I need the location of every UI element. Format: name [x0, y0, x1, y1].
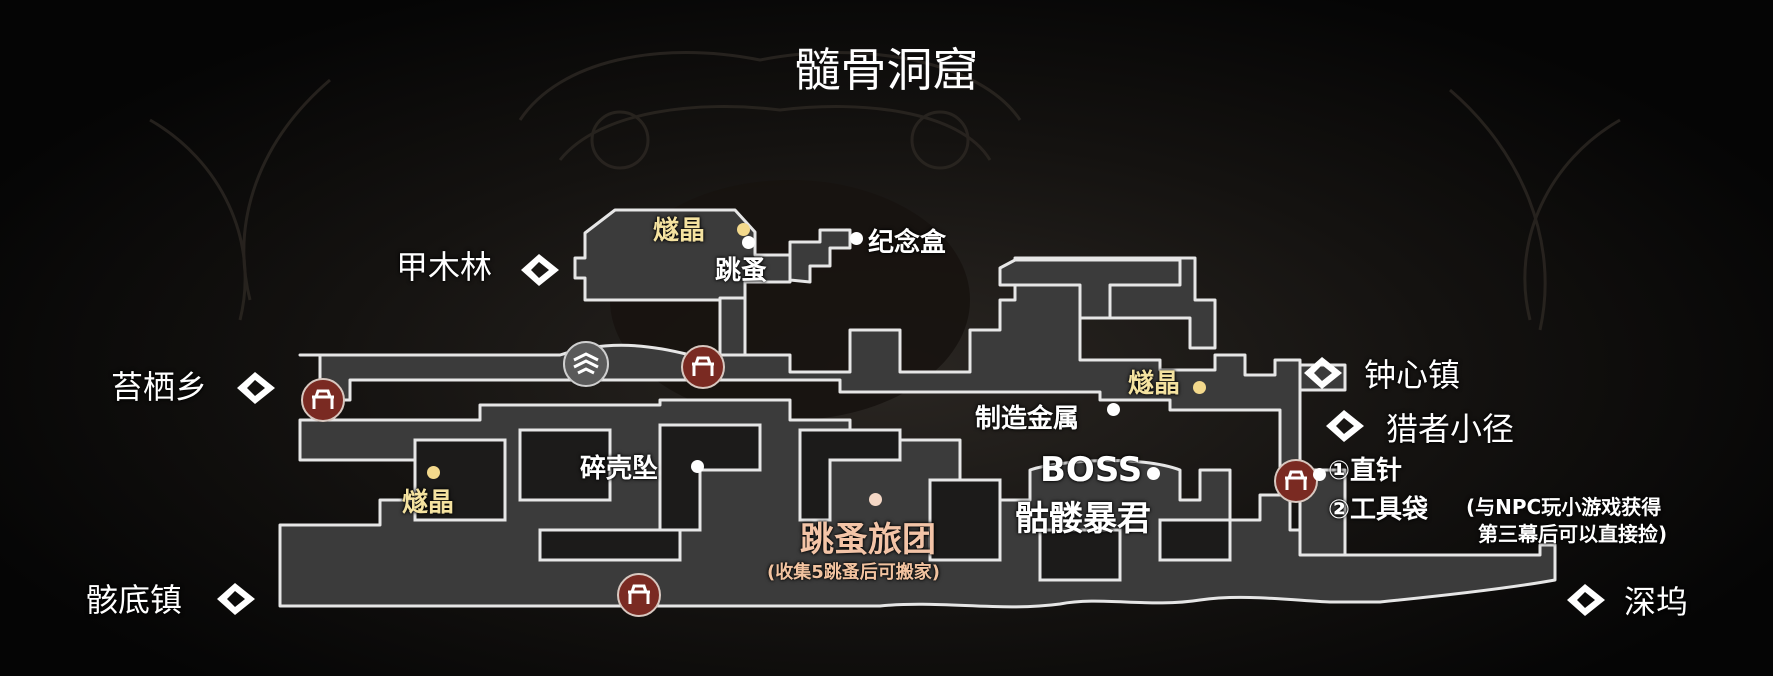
- exit-label-taiqixiang: 苔栖乡: [111, 368, 208, 406]
- item-label-zhizhen: ①直针: [1328, 456, 1403, 486]
- bench-icon[interactable]: [616, 572, 662, 618]
- item-dot[interactable]: [742, 236, 755, 249]
- exit-label-zhongxinzhen: 钟心镇: [1364, 356, 1461, 394]
- room-top-left: [573, 208, 792, 302]
- exit-label-jiamulin: 甲木林: [396, 248, 493, 286]
- stag-station-icon[interactable]: [562, 340, 610, 388]
- flea-caravan-label: 跳蚤旅团: [800, 520, 936, 560]
- item-note-line-2: 第三幕后可以直接捡): [1478, 522, 1668, 546]
- item-dot[interactable]: [691, 460, 704, 473]
- item-label-suijing-right: 燧晶: [1128, 369, 1181, 399]
- room-memorial-branch: [788, 228, 852, 284]
- item-dot[interactable]: [1107, 403, 1120, 416]
- exit-marker-icon[interactable]: [1563, 580, 1609, 620]
- room-top-right: [998, 258, 1182, 320]
- item-dot[interactable]: [737, 223, 750, 236]
- bench-icon[interactable]: [680, 344, 726, 390]
- exit-label-shenwu: 深坞: [1624, 583, 1689, 621]
- item-label-gongjudai: ②工具袋: [1328, 495, 1429, 525]
- item-label-suijing-top: 燧晶: [653, 216, 706, 246]
- exit-marker-icon[interactable]: [1300, 353, 1346, 393]
- item-dot[interactable]: [1313, 468, 1326, 481]
- item-label-suijing-left: 燧晶: [402, 488, 455, 518]
- exit-label-liezhexiaojing: 猎者小径: [1386, 410, 1515, 448]
- bench-icon[interactable]: [300, 377, 346, 423]
- exit-marker-icon[interactable]: [517, 250, 563, 290]
- item-dot[interactable]: [427, 466, 440, 479]
- bench-icon[interactable]: [1273, 458, 1319, 504]
- boss-label: BOSS: [1040, 450, 1143, 490]
- exit-marker-icon[interactable]: [1322, 406, 1368, 446]
- flea-caravan-dot[interactable]: [869, 493, 882, 506]
- exit-marker-icon[interactable]: [213, 579, 259, 619]
- boss-dot[interactable]: [1147, 467, 1160, 480]
- exit-marker-icon[interactable]: [233, 368, 279, 408]
- wall-block-a: [518, 428, 612, 502]
- item-label-tiaozao-top: 跳蚤: [715, 256, 768, 286]
- item-dot[interactable]: [850, 232, 863, 245]
- flea-caravan-note: (收集5跳蚤后可搬家): [767, 562, 940, 583]
- corridor-upper: [298, 256, 1302, 472]
- item-label-suiqiaozhui: 碎壳坠: [580, 454, 659, 484]
- boss-name: 骷髅暴君: [1015, 499, 1151, 539]
- map-title: 髓骨洞窟: [794, 43, 979, 97]
- item-dot[interactable]: [1193, 381, 1206, 394]
- item-label-zhizaojinshu: 制造金属: [975, 404, 1080, 434]
- item-label-jinianhe: 纪念盒: [868, 228, 947, 258]
- exit-label-gaidizhen: 骸底镇: [86, 581, 183, 619]
- item-note-line-1: (与NPC玩小游戏获得: [1466, 495, 1662, 519]
